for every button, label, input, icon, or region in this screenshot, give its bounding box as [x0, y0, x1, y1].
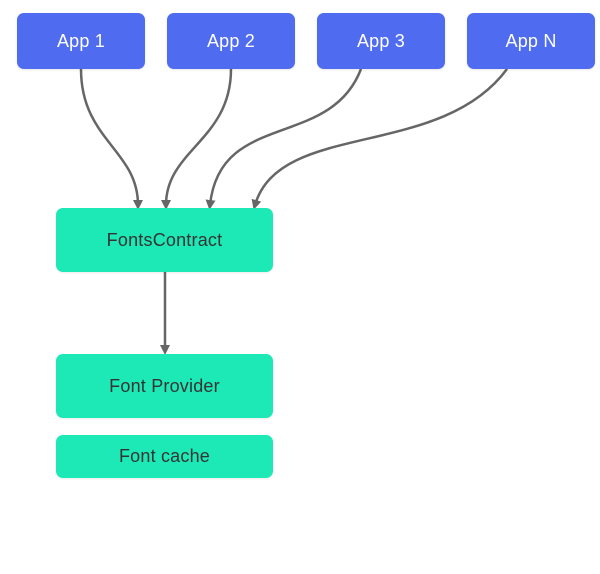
fontscontract-box: FontsContract	[56, 208, 273, 272]
app-3-box: App 3	[317, 13, 445, 69]
font-cache-box: Font cache	[56, 435, 273, 478]
fontscontract-label: FontsContract	[106, 229, 223, 250]
font-provider-label: Font Provider	[109, 375, 220, 396]
app-2-label: App 2	[206, 30, 256, 51]
app-2-box: App 2	[167, 13, 295, 69]
arrow-app-1-to-fontscontract	[79, 68, 143, 210]
arrow-app-n-to-fontscontract	[251, 68, 509, 210]
app-3-label: App 3	[356, 30, 406, 51]
app-n-box: App N	[467, 13, 595, 69]
app-1-label: App 1	[56, 30, 106, 51]
app-n-label: App N	[505, 30, 557, 51]
arrow-app-2-to-fontscontract	[161, 68, 233, 210]
font-provider-box: Font Provider	[56, 354, 273, 418]
arrow-app-3-to-fontscontract	[205, 68, 363, 210]
font-cache-label: Font cache	[118, 446, 211, 466]
app-1-box: App 1	[17, 13, 145, 69]
